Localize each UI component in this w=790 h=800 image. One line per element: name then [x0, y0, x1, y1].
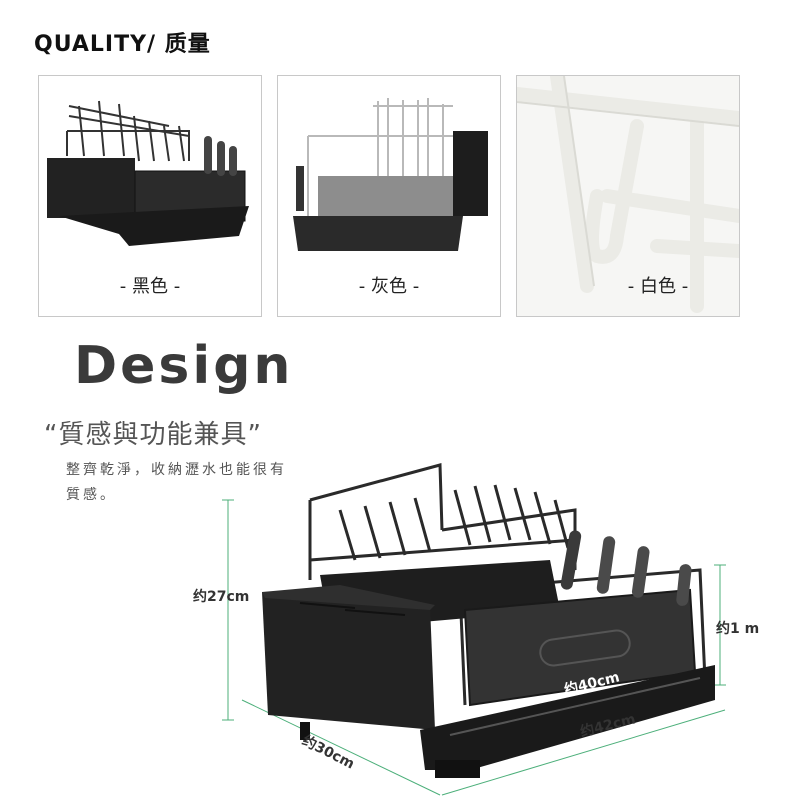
color-option-black[interactable]: - 黑色 - — [38, 75, 262, 317]
color-option-white[interactable]: - 白色 - — [516, 75, 740, 317]
design-tagline: “質感與功能兼具” — [44, 420, 262, 450]
design-description: 整齊乾淨，收納瀝水也能很有質感。 — [66, 462, 287, 503]
white-rack-closeup-image — [517, 76, 739, 316]
black-rack-image — [47, 100, 249, 246]
color-label-white: - 白色 - — [627, 276, 689, 297]
design-title: Design — [74, 336, 294, 396]
dimension-height-left: 约27cm — [193, 589, 250, 605]
color-option-gray[interactable]: - 灰色 - — [277, 75, 501, 317]
dimension-height-right: 约1 m — [716, 621, 760, 637]
dish-rack-product-image — [222, 463, 726, 796]
gray-rack-image — [293, 98, 488, 251]
quality-title: QUALITY/ 质量 — [34, 32, 211, 57]
color-label-gray: - 灰色 - — [358, 276, 420, 297]
color-label-black: - 黑色 - — [119, 276, 181, 297]
